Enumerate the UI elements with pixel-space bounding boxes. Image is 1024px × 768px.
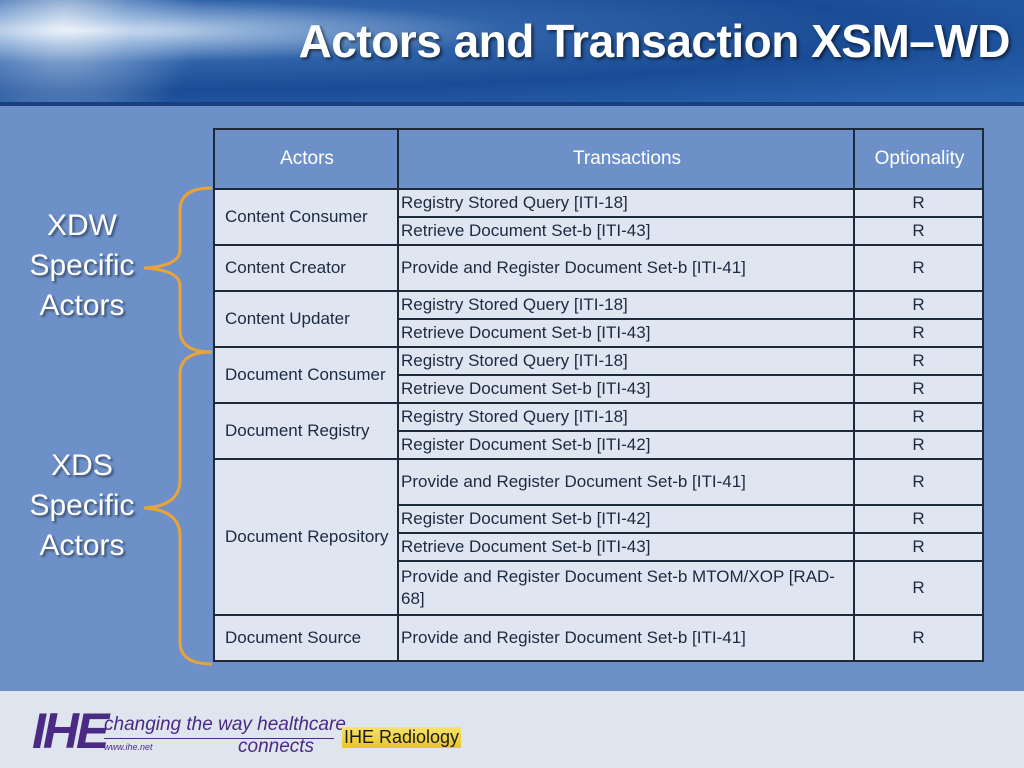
table-row: Content Creator Provide and Register Doc… xyxy=(213,244,984,292)
ihe-logo: IHE changing the way healthcare www.ihe.… xyxy=(32,700,346,760)
table-row: Content Consumer Registry Stored Query [… xyxy=(213,188,984,246)
transaction-cell: Retrieve Document Set-b [ITI-43] xyxy=(397,318,855,348)
table-header-row: Actors Transactions Optionality xyxy=(213,128,984,190)
optionality-cell: R xyxy=(853,430,984,460)
table-row: Provide and Register Document Set-b MTOM… xyxy=(214,560,984,616)
optionality-cell: R xyxy=(853,290,984,320)
optionality-cell: R xyxy=(853,458,984,506)
optionality-cell: R xyxy=(853,374,984,404)
optionality-cell: R xyxy=(853,244,984,292)
table-row: Retrieve Document Set-b [ITI-43] R xyxy=(214,532,984,562)
xdw-side-label: XDW Specific Actors xyxy=(14,206,150,326)
optionality-cell: R xyxy=(853,188,984,218)
actor-cell: Document Consumer xyxy=(213,346,399,404)
table-row: Content Updater Registry Stored Query [I… xyxy=(213,290,984,348)
header-transactions: Transactions xyxy=(397,128,855,190)
table-row: Retrieve Document Set-b [ITI-43] R xyxy=(214,318,984,348)
xds-side-label: XDS Specific Actors xyxy=(14,446,150,566)
ihe-radiology-label: IHE Radiology xyxy=(342,727,462,748)
actor-cell: Content Consumer xyxy=(213,188,399,246)
ihe-logo-letters: IHE xyxy=(32,703,109,759)
xds-label-line-3: Actors xyxy=(39,529,125,562)
table-row: Retrieve Document Set-b [ITI-43] R xyxy=(214,216,984,246)
header-divider xyxy=(0,102,1024,106)
actor-cell: Content Updater xyxy=(213,290,399,348)
optionality-cell: R xyxy=(853,560,984,616)
xdw-brace xyxy=(143,186,213,354)
table-row: Document Source Provide and Register Doc… xyxy=(213,614,984,662)
transaction-cell: Retrieve Document Set-b [ITI-43] xyxy=(397,374,855,404)
table-row: Register Document Set-b [ITI-42] R xyxy=(214,504,984,534)
transaction-cell: Registry Stored Query [ITI-18] xyxy=(397,188,855,218)
transaction-cell: Retrieve Document Set-b [ITI-43] xyxy=(397,532,855,562)
transaction-cell: Provide and Register Document Set-b MTOM… xyxy=(397,560,855,616)
transaction-cell: Register Document Set-b [ITI-42] xyxy=(397,430,855,460)
actor-cell: Document Repository xyxy=(213,458,399,616)
tagline-rule xyxy=(104,738,334,739)
transaction-cell: Registry Stored Query [ITI-18] xyxy=(397,402,855,432)
xdw-label-line-1: XDW xyxy=(47,209,117,242)
slide-footer xyxy=(0,691,1024,768)
actor-cell: Document Registry xyxy=(213,402,399,460)
transaction-cell: Provide and Register Document Set-b [ITI… xyxy=(397,458,855,506)
transaction-cell: Register Document Set-b [ITI-42] xyxy=(397,504,855,534)
optionality-cell: R xyxy=(853,216,984,246)
actor-cell: Content Creator xyxy=(213,244,399,292)
optionality-cell: R xyxy=(853,504,984,534)
xds-label-line-2: Specific xyxy=(29,489,135,522)
header-optionality: Optionality xyxy=(853,128,984,190)
actors-transactions-table: Actors Transactions Optionality Content … xyxy=(213,128,984,662)
ihe-tagline-2: connects xyxy=(238,736,315,757)
transaction-cell: Registry Stored Query [ITI-18] xyxy=(397,290,855,320)
transaction-cell: Provide and Register Document Set-b [ITI… xyxy=(397,244,855,292)
ihe-website: www.ihe.net xyxy=(104,742,153,752)
optionality-cell: R xyxy=(853,402,984,432)
table-row: Document Consumer Registry Stored Query … xyxy=(213,346,984,404)
braces-graphic xyxy=(143,186,213,666)
xdw-label-line-3: Actors xyxy=(39,289,125,322)
optionality-cell: R xyxy=(853,614,984,662)
table-row: Retrieve Document Set-b [ITI-43] R xyxy=(214,374,984,404)
transaction-cell: Registry Stored Query [ITI-18] xyxy=(397,346,855,376)
slide-header: Actors and Transaction XSM–WD xyxy=(0,0,1024,130)
table-row: Document Registry Registry Stored Query … xyxy=(213,402,984,460)
optionality-cell: R xyxy=(853,318,984,348)
transaction-cell: Retrieve Document Set-b [ITI-43] xyxy=(397,216,855,246)
xds-brace xyxy=(143,350,213,666)
header-actors: Actors xyxy=(213,128,399,190)
transaction-cell: Provide and Register Document Set-b [ITI… xyxy=(397,614,855,662)
table-row: Register Document Set-b [ITI-42] R xyxy=(214,430,984,460)
actor-cell: Document Source xyxy=(213,614,399,662)
xds-label-line-1: XDS xyxy=(51,449,113,482)
optionality-cell: R xyxy=(853,346,984,376)
ihe-tagline-1: changing the way healthcare xyxy=(104,714,346,735)
slide-title: Actors and Transaction XSM–WD xyxy=(298,15,1011,67)
optionality-cell: R xyxy=(853,532,984,562)
table-row: Document Repository Provide and Register… xyxy=(213,458,984,616)
xdw-label-line-2: Specific xyxy=(29,249,135,282)
